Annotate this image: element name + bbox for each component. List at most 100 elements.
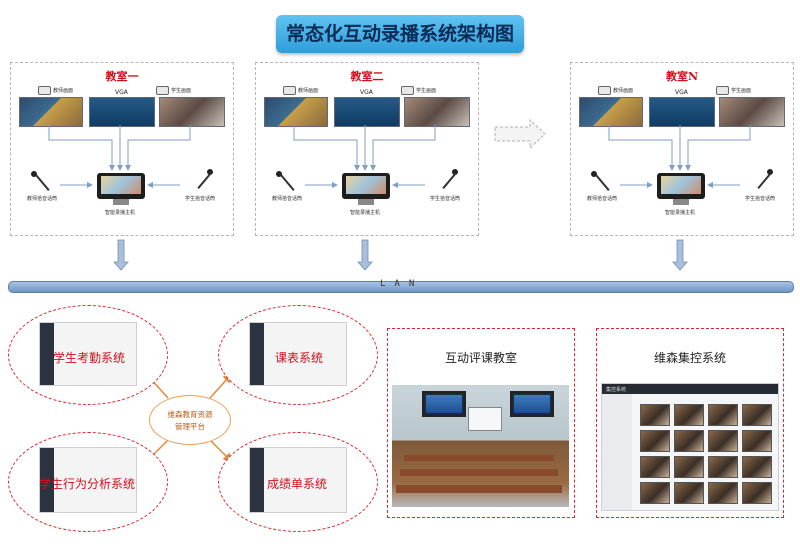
camera-tile[interactable] <box>674 482 704 504</box>
teacher-camera-icon <box>598 86 611 95</box>
control-app-title: 集控系统 <box>606 387 627 393</box>
classroom-1-panel: 教室一 教师画面 VGA 学生画面 智能录播主机 教师拾音话筒 学生拾音话筒 <box>10 62 234 236</box>
attendance-screenshot <box>39 322 137 386</box>
classroom-2-title: 教室二 <box>350 70 384 83</box>
host-stand <box>358 199 374 205</box>
attendance-system-node: 学生考勤系统 <box>8 305 168 405</box>
recording-host-label: 智能录播主机 <box>665 210 696 216</box>
student-mic-label: 学生拾音话筒 <box>745 196 776 202</box>
teacher-mic-icon <box>31 171 37 177</box>
connector-teacher-to-host <box>608 125 675 171</box>
student-mic-label: 学生拾音话筒 <box>185 196 216 202</box>
camera-tile[interactable] <box>708 404 738 426</box>
camera-tile[interactable] <box>708 482 738 504</box>
camera-tile[interactable] <box>742 456 772 478</box>
resource-platform-node: 维森教育资源 管理平台 <box>149 395 231 445</box>
student-view-thumbnail <box>404 97 470 127</box>
camera-tile[interactable] <box>640 482 670 504</box>
recording-host-icon <box>342 173 390 199</box>
camera-tile[interactable] <box>708 456 738 478</box>
teacher-mic-label: 教师拾音话筒 <box>272 196 303 202</box>
teacher-view-label: 教师画面 <box>613 88 634 94</box>
student-mic-icon <box>452 169 458 175</box>
student-mic-icon <box>767 169 773 175</box>
recording-host-icon <box>97 173 145 199</box>
student-view-label: 学生画面 <box>731 88 752 94</box>
teacher-view-label: 教师画面 <box>298 88 319 94</box>
attendance-system-label: 学生考勤系统 <box>53 351 126 365</box>
teacher-view-thumbnail <box>579 97 643 127</box>
room2-to-lan-arrow <box>357 239 373 271</box>
student-view-thumbnail <box>159 97 225 127</box>
student-camera-icon <box>716 86 729 95</box>
vga-label: VGA <box>360 89 373 96</box>
classroom-2-panel: 教室二 教师画面 VGA 学生画面 智能录播主机 教师拾音话筒 学生拾音话筒 <box>255 62 479 236</box>
vga-label: VGA <box>675 89 688 96</box>
vga-thumbnail <box>89 97 155 127</box>
camera-tile[interactable] <box>742 404 772 426</box>
grades-system-node: 成绩单系统 <box>218 432 378 532</box>
camera-tile[interactable] <box>674 430 704 452</box>
timetable-system-node: 课表系统 <box>218 305 378 405</box>
camera-tile[interactable] <box>674 404 704 426</box>
camera-tile[interactable] <box>640 430 670 452</box>
grades-screenshot <box>249 447 347 513</box>
host-stand <box>113 199 129 205</box>
desk-row <box>396 485 562 493</box>
student-camera-icon <box>401 86 414 95</box>
desk-row <box>404 455 554 461</box>
camera-tile[interactable] <box>640 456 670 478</box>
recording-host-label: 智能录播主机 <box>350 210 381 216</box>
teacher-camera-icon <box>38 86 51 95</box>
recording-host-label: 智能录播主机 <box>105 210 136 216</box>
behavior-system-node: 学生行为分析系统 <box>8 432 168 532</box>
projection-screen <box>468 407 502 431</box>
lan-label: LAN <box>380 279 424 289</box>
room1-to-lan-arrow <box>113 239 129 271</box>
behavior-screenshot <box>39 447 137 513</box>
teacher-view-thumbnail <box>264 97 328 127</box>
student-camera-icon <box>156 86 169 95</box>
camera-tile[interactable] <box>674 456 704 478</box>
vga-label: VGA <box>115 89 128 96</box>
classroom-1-title: 教室一 <box>105 70 139 83</box>
camera-tile[interactable] <box>742 430 772 452</box>
teacher-mic-icon <box>591 171 597 177</box>
classroom-photo <box>392 385 569 507</box>
control-app-screenshot: 集控系统 <box>601 383 779 511</box>
teacher-mic-label: 教师拾音话筒 <box>27 196 58 202</box>
grades-system-label: 成绩单系统 <box>267 477 328 491</box>
teacher-mic-label: 教师拾音话筒 <box>587 196 618 202</box>
control-app-sidebar <box>602 394 632 510</box>
connector-teacher-to-host <box>293 125 360 171</box>
recording-host-icon <box>657 173 705 199</box>
host-stand <box>673 199 689 205</box>
evaluation-classroom-box: 互动评课教室 <box>387 328 575 518</box>
behavior-system-label: 学生行为分析系统 <box>39 477 136 491</box>
control-app-header: 集控系统 <box>602 384 778 394</box>
lan-bus <box>8 281 794 293</box>
camera-tile[interactable] <box>742 482 772 504</box>
student-mic-label: 学生拾音话筒 <box>430 196 461 202</box>
platform-to-timetable-arrow <box>209 377 229 399</box>
platform-to-grades-arrow <box>209 439 229 459</box>
student-view-label: 学生画面 <box>416 88 437 94</box>
connector-student-to-host <box>125 125 191 171</box>
teacher-mic-icon <box>276 171 282 177</box>
student-mic-icon <box>207 169 213 175</box>
classroom-n-panel: 教室N 教师画面 VGA 学生画面 智能录播主机 教师拾音话筒 学生拾音话筒 <box>570 62 794 236</box>
connector-student-to-host <box>370 125 436 171</box>
central-control-box: 维森集控系统 集控系统 <box>596 328 784 518</box>
evaluation-classroom-title: 互动评课教室 <box>444 351 517 365</box>
timetable-system-label: 课表系统 <box>275 351 324 365</box>
central-control-title: 维森集控系统 <box>653 351 726 365</box>
diagram-title: 常态化互动录播系统架构图 <box>276 15 524 53</box>
camera-tile[interactable] <box>640 404 670 426</box>
platform-line1: 维森教育资源 <box>167 410 213 419</box>
student-view-thumbnail <box>719 97 785 127</box>
desk-row <box>400 469 558 476</box>
teacher-camera-icon <box>283 86 296 95</box>
wall-screen-right <box>510 391 554 417</box>
camera-tile[interactable] <box>708 430 738 452</box>
teacher-view-thumbnail <box>19 97 83 127</box>
